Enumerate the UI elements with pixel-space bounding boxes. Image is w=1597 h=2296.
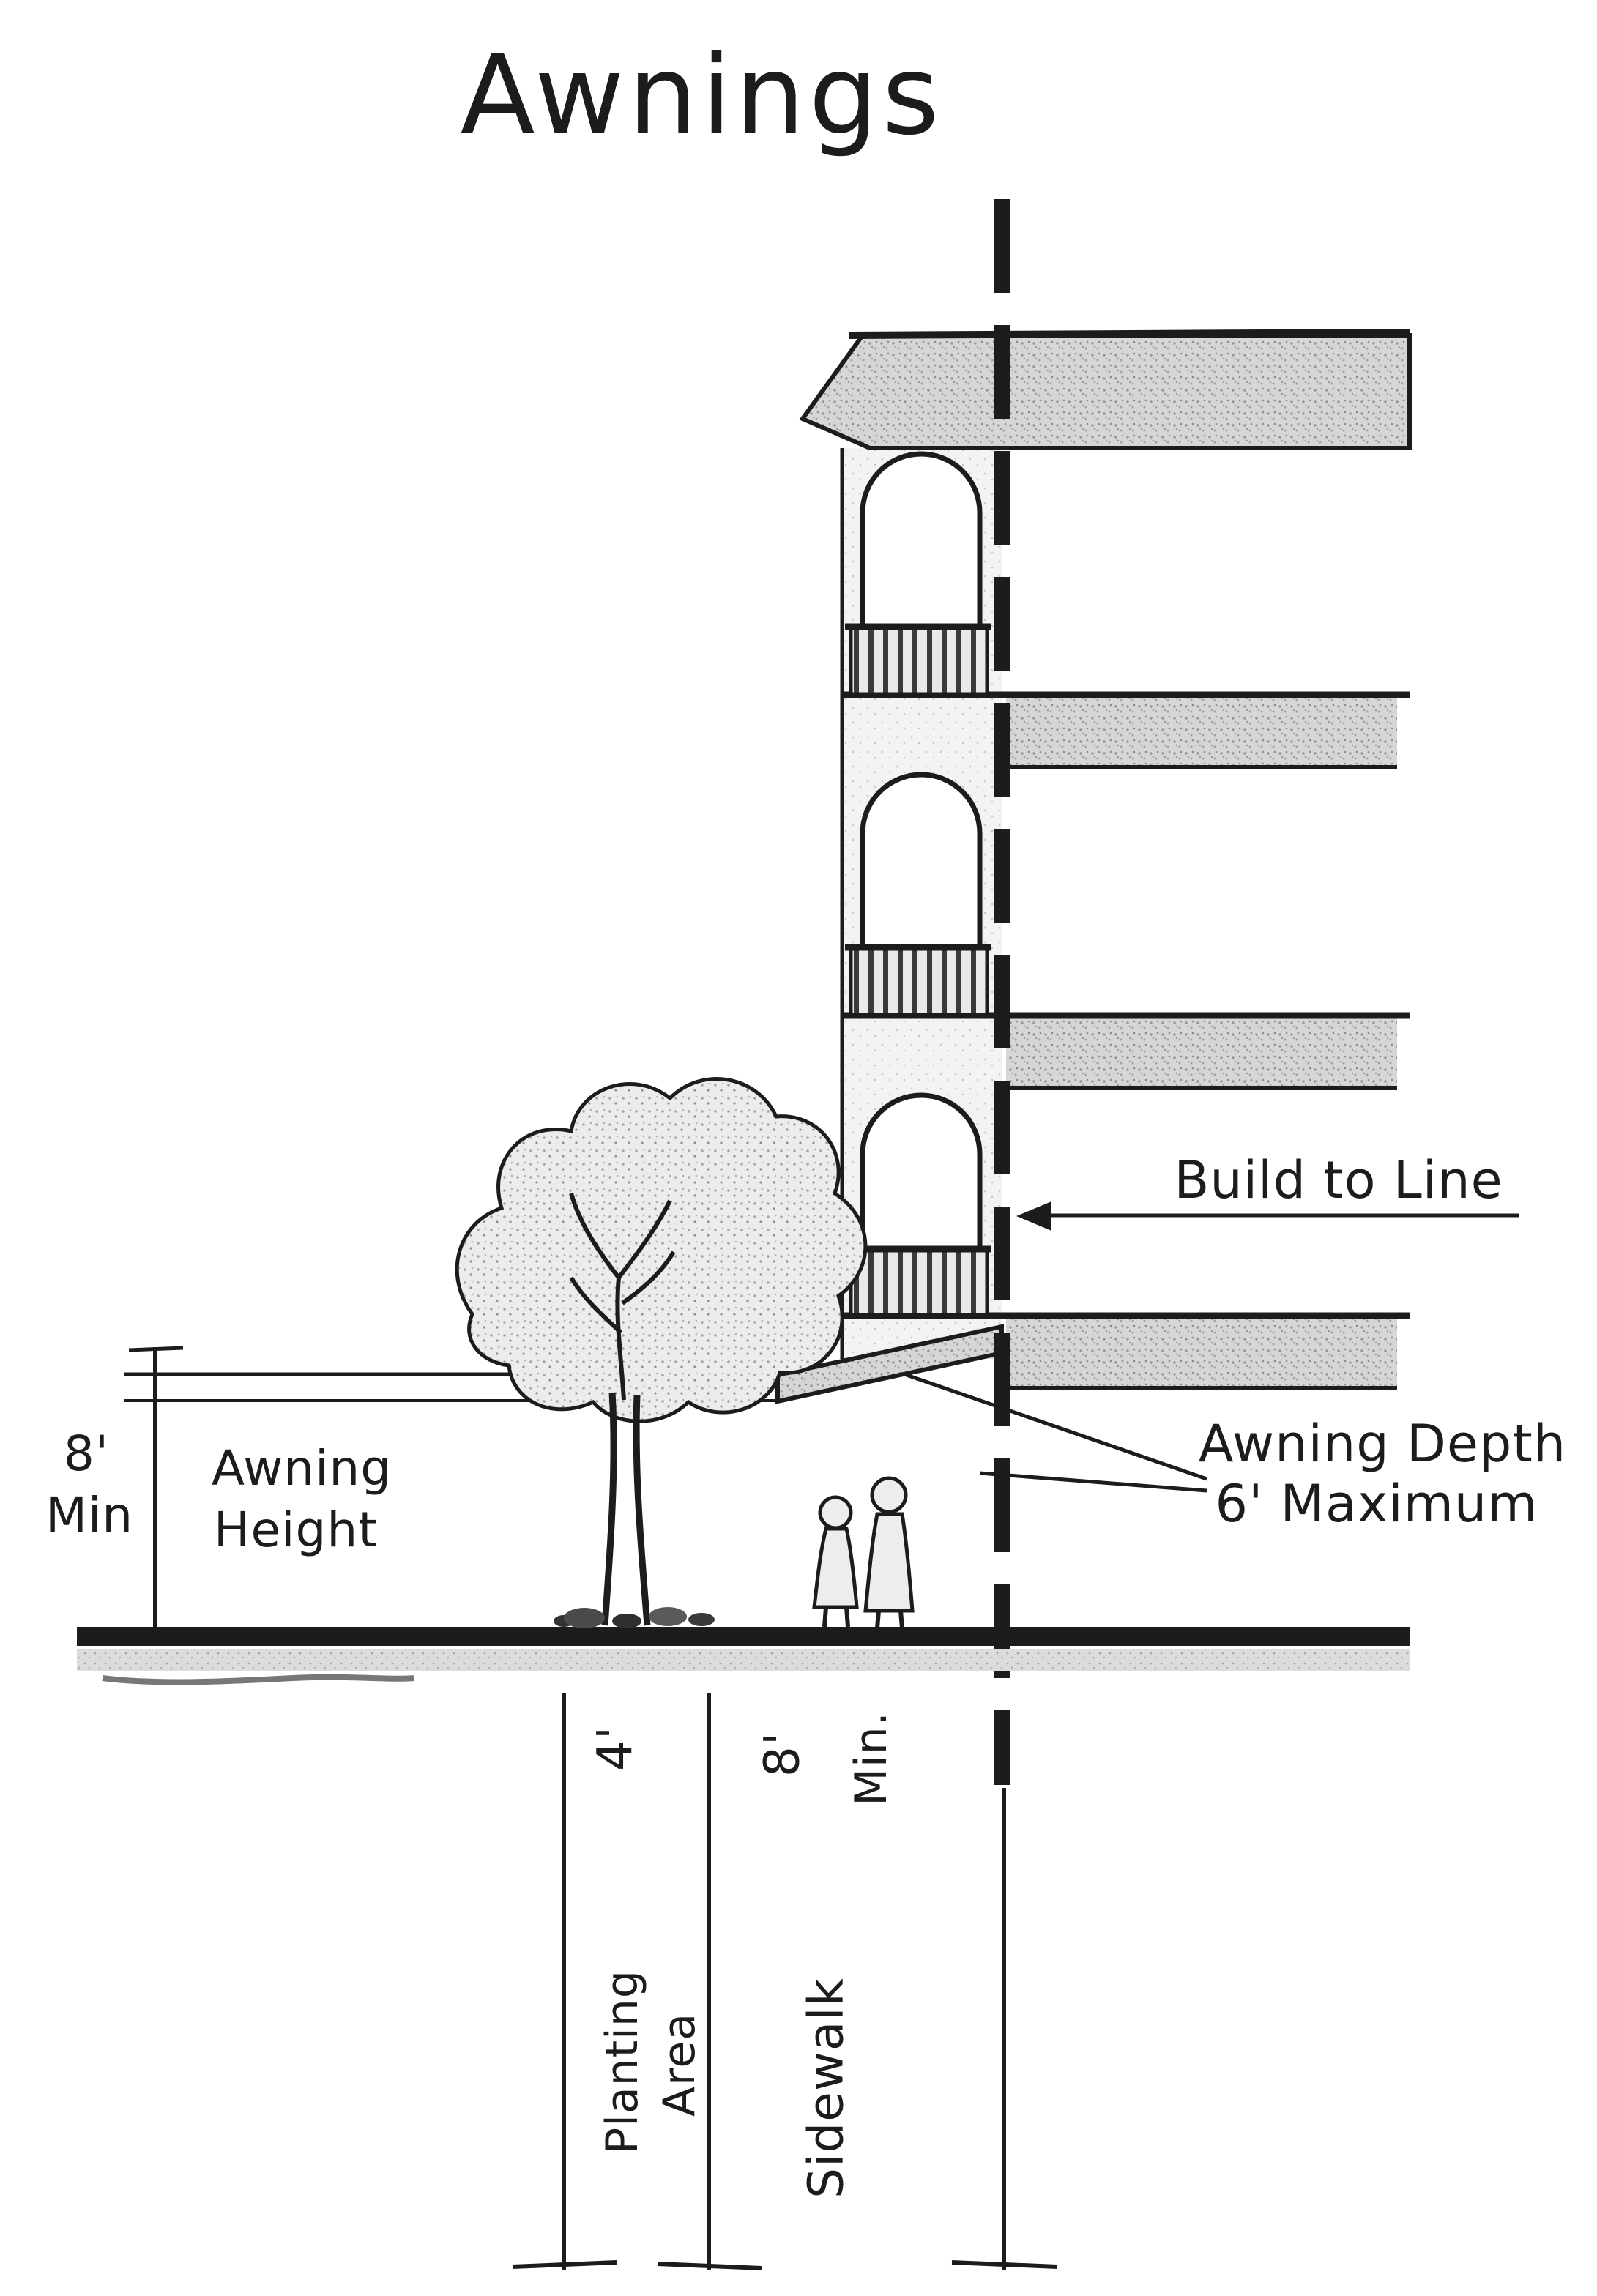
floor-slab-middle: [1006, 1018, 1397, 1088]
awning-depth-leader-2: [979, 1471, 1207, 1493]
floor-slab-lower: [1006, 1319, 1397, 1388]
planting-area-label-line1: Planting: [597, 1969, 648, 2154]
tree-base-shrubs: [554, 1607, 715, 1628]
pedestrians: [812, 1476, 915, 1629]
bottom-tick-1: [512, 2260, 617, 2269]
balcony-railing-upper: [845, 623, 991, 696]
awning-depth-leader-1: [906, 1373, 1207, 1481]
awning-height-value: 8': [64, 1425, 109, 1482]
awning-height-label-line1: Awning: [212, 1440, 392, 1496]
tree-branches: [569, 1193, 676, 1401]
sidewalk-width-value: 8': [754, 1732, 811, 1777]
awning-depth-annotation: Awning Depth 6' Maximum: [906, 1373, 1566, 1534]
awning-depth-label: Awning Depth: [1199, 1414, 1566, 1474]
arch-opening-middle: [860, 772, 983, 949]
awning-height-dimension: 8' Min Awning Height: [45, 1346, 778, 1628]
ground-rough-line: [102, 1674, 414, 1685]
awning-height-top-tick: [128, 1346, 184, 1352]
tree-canopy: [455, 1077, 868, 1423]
planting-area-label-line2: Area: [654, 2013, 705, 2117]
ground: [77, 1627, 1410, 1685]
floor-slab-upper: [1006, 698, 1397, 767]
ground-texture-band: [77, 1649, 1410, 1671]
build-to-line-label: Build to Line: [1174, 1150, 1503, 1210]
awning-depth-value: 6' Maximum: [1216, 1474, 1538, 1534]
sidewalk-label: Sidewalk: [798, 1978, 855, 2199]
balcony-railing-lower: [845, 1245, 991, 1317]
bottom-tick-2: [657, 2262, 762, 2270]
pedestrian-right: [863, 1476, 915, 1629]
roof-slab: [799, 333, 1412, 450]
page-title: Awnings: [460, 32, 942, 160]
build-to-line-annotation: Build to Line: [1016, 1150, 1519, 1231]
pedestrian-left: [812, 1495, 859, 1628]
planting-width-value: 4': [587, 1726, 644, 1771]
bottom-tick-3: [951, 2260, 1058, 2269]
sidewalk-width-qualifier: Min.: [846, 1711, 897, 1806]
balcony-railing-middle: [845, 944, 991, 1017]
arch-opening-lower: [860, 1092, 983, 1250]
building-section: [775, 329, 1412, 1404]
street-dimensions: 4' 8' Min. Planting Area Sidewalk: [512, 1693, 1058, 2270]
tree-trunk: [601, 1392, 651, 1626]
street-tree: [455, 1077, 868, 1628]
build-to-line-arrowhead: [1016, 1201, 1051, 1231]
arch-opening-upper: [860, 451, 983, 628]
awning-height-qualifier: Min: [45, 1487, 133, 1543]
roof-top-edge: [849, 329, 1410, 339]
awning-height-label-line2: Height: [214, 1502, 378, 1558]
ground-line: [77, 1627, 1410, 1646]
